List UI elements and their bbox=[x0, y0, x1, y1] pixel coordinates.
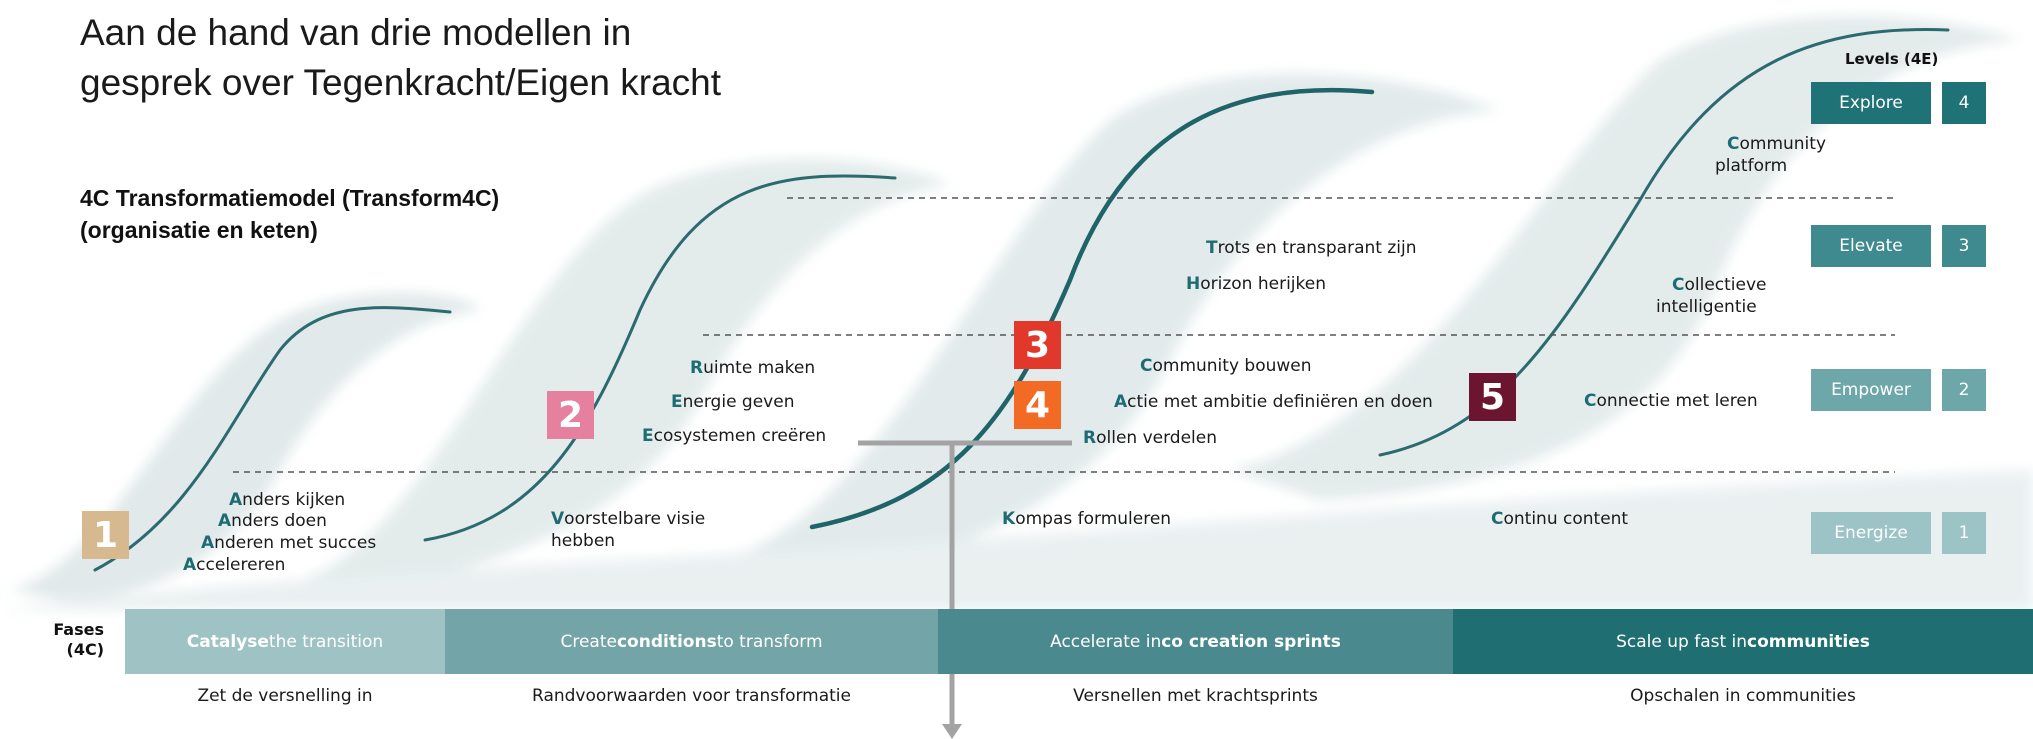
level-elevate: Elevate bbox=[1811, 225, 1931, 267]
level-elevate-number: 3 bbox=[1942, 225, 1986, 267]
curve-3 bbox=[809, 87, 1375, 530]
wave-shape-2 bbox=[300, 159, 950, 591]
item-trots-en-transparant: Trots en transparant zijn bbox=[1206, 238, 1417, 258]
item-actie-met-ambitie: Actie met ambitie definiëren en doen bbox=[1114, 392, 1433, 412]
item-continu-content: Continu content bbox=[1491, 509, 1629, 529]
badge-4: 4 bbox=[1014, 381, 1061, 429]
item-community-platform-1: Community bbox=[1727, 134, 1827, 154]
item-accelereren: Accelereren bbox=[183, 555, 286, 575]
level-energize-number: 1 bbox=[1942, 512, 1986, 554]
phase-conditions-subtitle: Randvoorwaarden voor transformatie bbox=[532, 686, 851, 706]
levels-header: Levels (4E) bbox=[1845, 50, 1939, 68]
item-ecosystemen-creeren: Ecosystemen creëren bbox=[642, 426, 827, 446]
badge-2: 2 bbox=[547, 391, 594, 439]
item-energie-geven: Energie geven bbox=[671, 392, 795, 412]
item-anders-kijken: Anders kijken bbox=[229, 490, 346, 510]
phase-catalyse-subtitle: Zet de versnelling in bbox=[197, 686, 373, 706]
fases-label: Fases (4C) bbox=[53, 620, 104, 659]
subtitle-line-2: (organisatie en keten) bbox=[80, 217, 318, 243]
phase-communities-subtitle: Opschalen in communities bbox=[1630, 686, 1856, 706]
phase-sprints: Accelerate in co creation sprints bbox=[938, 609, 1453, 674]
curve-1 bbox=[93, 306, 452, 572]
phase-catalyse: Catalyse the transition bbox=[125, 609, 445, 674]
wave-shape-4 bbox=[1230, 16, 2020, 500]
item-connectie-met-leren: Connectie met leren bbox=[1584, 391, 1758, 411]
phase-conditions: Create conditions to transform bbox=[445, 609, 938, 674]
title-line-1: Aan de hand van drie modellen in bbox=[80, 12, 632, 53]
level-empower-number: 2 bbox=[1942, 369, 1986, 411]
item-voorstelbare-visie: Voorstelbare visie bbox=[551, 509, 706, 529]
item-community-bouwen: Community bouwen bbox=[1140, 356, 1312, 376]
phase-sprints-subtitle: Versnellen met krachtsprints bbox=[1073, 686, 1318, 706]
badge-5: 5 bbox=[1469, 373, 1516, 421]
model-subtitle: 4C Transformatiemodel (Transform4C) (org… bbox=[80, 182, 499, 246]
wave-shape-3 bbox=[720, 73, 1500, 580]
badge-3: 3 bbox=[1014, 321, 1061, 369]
level-energize: Energize bbox=[1811, 512, 1931, 554]
down-arrow-head bbox=[942, 724, 962, 739]
item-hebben: hebben bbox=[551, 531, 616, 551]
item-kompas-formuleren: Kompas formuleren bbox=[1002, 509, 1172, 529]
item-collectieve-2: intelligentie bbox=[1656, 297, 1757, 317]
item-rollen-verdelen: Rollen verdelen bbox=[1083, 428, 1217, 448]
phase-communities: Scale up fast in communities bbox=[1453, 609, 2033, 674]
curve-2 bbox=[423, 174, 897, 542]
level-explore: Explore bbox=[1811, 82, 1931, 124]
wave-shape-5 bbox=[0, 470, 2033, 610]
subtitle-line-1: 4C Transformatiemodel (Transform4C) bbox=[80, 185, 500, 211]
title-line-2: gesprek over Tegenkracht/Eigen kracht bbox=[80, 62, 722, 103]
item-community-platform-2: platform bbox=[1715, 156, 1788, 176]
item-horizon-herijken: Horizon herijken bbox=[1186, 274, 1326, 294]
item-ruimte-maken: Ruimte maken bbox=[690, 358, 816, 378]
level-empower: Empower bbox=[1811, 369, 1931, 411]
badge-1: 1 bbox=[82, 511, 129, 559]
item-collectieve-1: Collectieve bbox=[1672, 275, 1767, 295]
item-anders-doen: Anders doen bbox=[218, 511, 327, 531]
item-anderen-met-succes: Anderen met succes bbox=[201, 533, 377, 553]
page-title: Aan de hand van drie modellen in gesprek… bbox=[80, 8, 721, 108]
level-explore-number: 4 bbox=[1942, 82, 1986, 124]
